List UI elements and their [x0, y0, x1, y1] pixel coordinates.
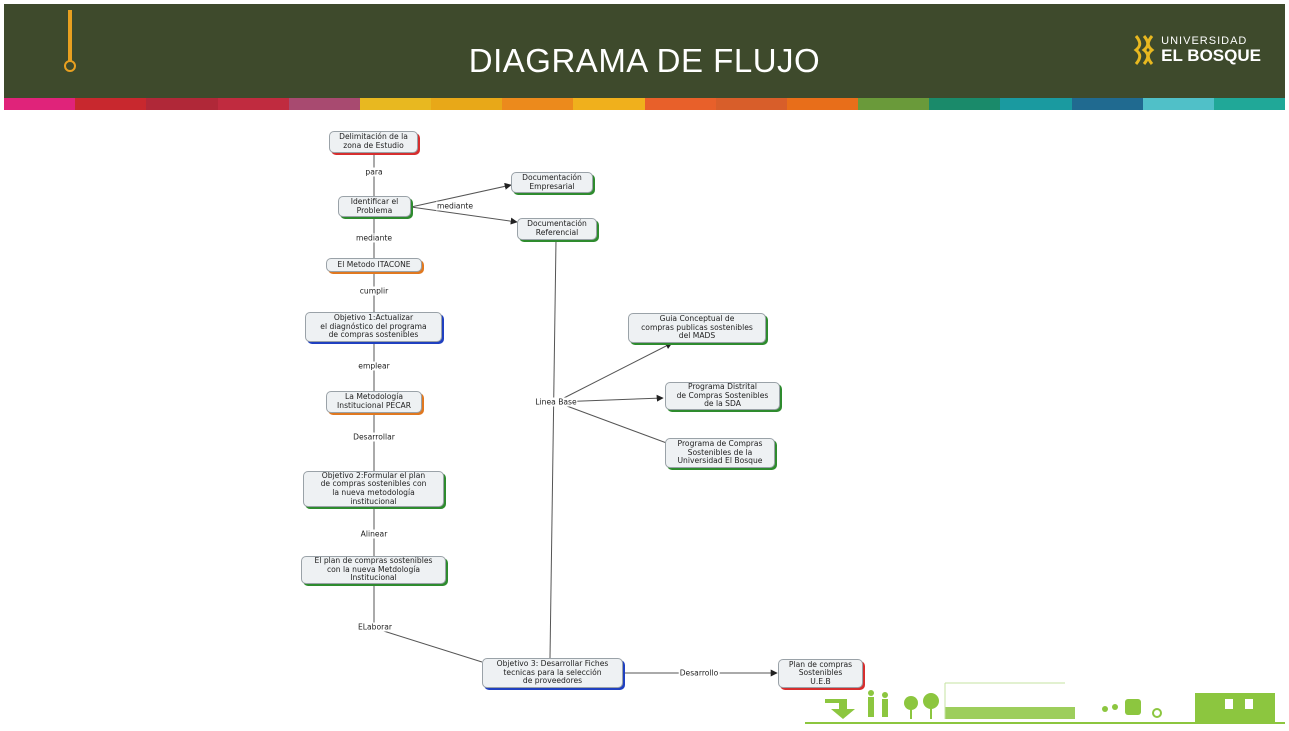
stripe-segment	[217, 98, 289, 110]
stripe-segment	[502, 98, 574, 110]
node-metodo-itacone: El Metodo ITACONE	[326, 258, 422, 272]
stripe-segment	[786, 98, 859, 110]
stripe-segment	[573, 98, 645, 110]
logo-line1: UNIVERSIDAD	[1161, 35, 1248, 47]
stripe-segment	[644, 98, 716, 110]
edge-label-desarrollo: Desarrollo	[678, 668, 720, 678]
node-guia-conceptual: Guia Conceptual de compras publicas sost…	[628, 313, 766, 343]
edge-label-elaborar: ELaborar	[356, 622, 394, 632]
edge-label-mediante-horizontal: mediante	[435, 201, 475, 211]
stripe-segment	[431, 98, 503, 110]
edge-elaborar-diag	[373, 627, 483, 663]
edge-label-alinear: Alinear	[359, 529, 389, 539]
edge-mediante-referencial	[410, 206, 518, 225]
color-stripe	[4, 98, 1286, 110]
stripe-segment	[929, 98, 1001, 110]
node-pecar: La Metodología Institucional PECAR	[326, 391, 422, 413]
stripe-segment	[4, 98, 76, 110]
node-plan-ueb: Plan de compras Sostenibles U.E.B	[778, 659, 863, 688]
stripe-segment	[1213, 98, 1286, 110]
node-programa-sda: Programa Distrital de Compras Sostenible…	[665, 382, 780, 410]
hanger-decoration	[68, 10, 72, 62]
edge-lineabase-guia	[555, 342, 673, 403]
stripe-segment	[1071, 98, 1143, 110]
edge-label-cumplir: cumplir	[358, 286, 390, 296]
stripe-segment	[359, 98, 432, 110]
node-objetivo3: Objetivo 3: Desarrollar Fiches tecnicas …	[482, 658, 623, 688]
hanger-ring-decoration	[64, 60, 76, 72]
edge-label-mediante-vertical: mediante	[354, 233, 394, 243]
node-doc-empresarial: Documentación Empresarial	[511, 172, 593, 193]
stripe-segment	[715, 98, 787, 110]
node-objetivo2: Objetivo 2:Formular el plan de compras s…	[303, 471, 444, 507]
stripe-segment	[75, 98, 147, 110]
bottom-city-decoration	[805, 682, 1285, 724]
edge-referencial-objetivo3	[549, 239, 557, 659]
node-delimitacion: Delimitación de la zona de Estudio	[329, 131, 418, 153]
node-programa-ueb: Programa de Compras Sostenibles de la Un…	[665, 438, 775, 468]
logo-line2: EL BOSQUE	[1161, 46, 1261, 65]
university-logo: UNIVERSIDAD EL BOSQUE	[1133, 32, 1261, 68]
node-plan-compras: El plan de compras sostenibles con la nu…	[301, 556, 446, 584]
stripe-segment	[288, 98, 360, 110]
edge-lineabase-ueb	[555, 401, 673, 446]
edge-label-emplear: emplear	[357, 361, 391, 371]
logo-emblem-icon	[1133, 35, 1155, 65]
stripe-segment	[146, 98, 218, 110]
edge-label-linea-base: Linea Base	[534, 397, 578, 407]
edge-mediante-empresarial	[410, 182, 512, 208]
edge-label-para: para	[364, 167, 384, 177]
header-bar: DIAGRAMA DE FLUJO UNIVERSIDAD EL BOSQUE	[4, 4, 1285, 98]
edge-label-desarrollar: Desarrollar	[352, 432, 396, 442]
stripe-segment	[858, 98, 930, 110]
stripe-segment	[1000, 98, 1072, 110]
node-identificar-problema: Identificar el Problema	[338, 196, 411, 217]
stripe-segment	[1142, 98, 1214, 110]
node-objetivo1: Objetivo 1:Actualizar el diagnóstico del…	[305, 312, 442, 342]
arrow-right-icon	[825, 699, 855, 719]
page-title: DIAGRAMA DE FLUJO	[468, 42, 821, 79]
node-doc-referencial: Documentación Referencial	[517, 218, 597, 240]
